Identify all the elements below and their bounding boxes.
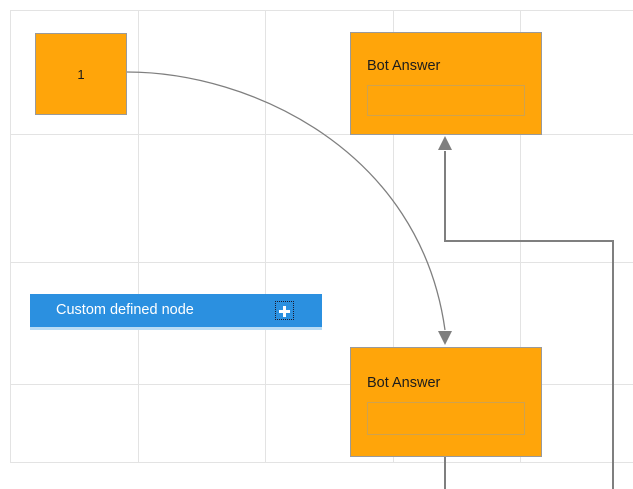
node-start[interactable]: 1 [35,33,127,115]
custom-defined-node-label: Custom defined node [56,302,194,319]
node-start-label: 1 [77,66,85,82]
node-bot-answer-bottom[interactable]: Bot Answer [350,347,542,457]
node-bot-answer-bottom-input[interactable] [367,402,525,435]
node-bot-answer-top-title: Bot Answer [367,58,441,74]
plus-icon[interactable] [275,301,294,320]
custom-defined-node-bar[interactable]: Custom defined node [30,294,322,330]
node-bot-answer-top[interactable]: Bot Answer [350,32,542,135]
arrowhead-down [438,331,452,345]
plus-icon-vertical-stroke [283,305,286,317]
arrowhead-up [438,136,452,150]
node-bot-answer-top-input[interactable] [367,85,525,116]
node-bot-answer-bottom-title: Bot Answer [367,375,441,391]
